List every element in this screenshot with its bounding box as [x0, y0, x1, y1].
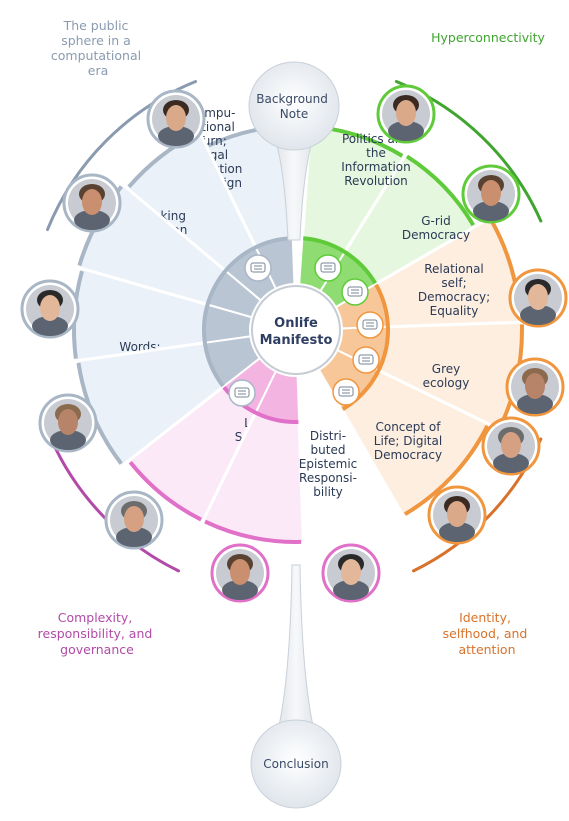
segment-distributed-epistemic-rim	[204, 519, 302, 544]
comment-speech-bubble-icon[interactable]	[314, 254, 342, 282]
segment-distributed-epistemic-label-line: buted	[311, 443, 346, 457]
segment-grey-ecology-label-line: Grey	[432, 362, 460, 376]
segment-grid-democracy-label-line: G-rid	[421, 214, 451, 228]
author-portrait-avatar[interactable]	[62, 173, 122, 233]
author-portrait-avatar[interactable]	[508, 268, 568, 328]
svg-text:Background Note: Background Note	[256, 92, 331, 121]
author-portrait-avatar[interactable]	[210, 543, 270, 603]
background-note-line-1: Background	[256, 92, 328, 106]
inner-band	[202, 236, 390, 424]
segment-politics-information-label-line: Revolution	[344, 174, 408, 188]
comment-speech-bubble-icon[interactable]	[356, 311, 384, 339]
conclusion-node[interactable]: Conclusion	[250, 719, 342, 809]
theme-label-complexity[interactable]: Complexity, responsibility, and governan…	[38, 610, 157, 657]
author-portrait-avatar[interactable]	[38, 393, 98, 453]
segment-concept-of-life-label-line: Concept of	[375, 420, 441, 434]
segment-relational-self-label-line: self;	[441, 276, 466, 290]
segment-concept-of-life-label-line: Democracy	[374, 448, 442, 462]
comment-speech-bubble-icon[interactable]	[332, 378, 360, 406]
theme-arc-complexity	[49, 437, 181, 573]
comment-speech-bubble-icon[interactable]	[341, 278, 369, 306]
author-portrait-avatar[interactable]	[376, 84, 436, 144]
segment-distributed-epistemic-label-line: bility	[313, 485, 342, 499]
segment-law-spontaneous-rim	[128, 461, 202, 522]
author-portrait-avatar[interactable]	[427, 485, 487, 545]
author-portrait-avatar[interactable]	[104, 490, 164, 550]
author-portrait-avatar[interactable]	[146, 89, 206, 149]
background-note-line-2: Note	[280, 107, 308, 121]
segment-concept-of-life-label-line: Life; Digital	[374, 434, 442, 448]
segment-distributed-epistemic-label-line: Epistemic	[299, 457, 358, 471]
author-portrait-avatar[interactable]	[321, 543, 381, 603]
theme-label-identity[interactable]: Identity, selfhood, and attention	[443, 610, 532, 657]
center-title-line-2: Manifesto	[260, 333, 333, 348]
segment-distributed-epistemic-label-line: Responsi-	[299, 471, 357, 485]
segment-politics-information-label-line: Information	[341, 160, 410, 174]
author-portrait-avatar[interactable]	[461, 164, 521, 224]
segment-grey-ecology-label-line: ecology	[423, 376, 470, 390]
segment-relational-self-label-line: Relational	[424, 262, 484, 276]
segment-relational-self-label-line: Equality	[430, 304, 479, 318]
author-portrait-avatar[interactable]	[481, 416, 541, 476]
inner-band-edge-blue	[202, 236, 293, 388]
conclusion-label: Conclusion	[263, 757, 328, 771]
segment-relational-self-label-line: Democracy;	[418, 290, 490, 304]
segment-distributed-epistemic-label-line: Distri-	[310, 429, 346, 443]
comment-speech-bubble-icon[interactable]	[228, 379, 256, 407]
inner-band-edge-green	[303, 236, 377, 285]
theme-label-public-sphere[interactable]: The public sphere in a computational era	[51, 18, 145, 78]
comment-speech-bubble-icon[interactable]	[352, 346, 380, 374]
center-title-line-1: Onlife	[274, 316, 318, 331]
conclusion-stem	[271, 564, 321, 753]
segment-politics-information-label-line: the	[366, 146, 386, 160]
segment-concept-of-life-rim	[403, 424, 490, 516]
theme-label-hyperconnectivity[interactable]: Hyperconnectivity	[431, 30, 545, 45]
author-portrait-avatar[interactable]	[20, 279, 80, 339]
author-avatars	[20, 84, 568, 603]
center-hub[interactable]: Onlife Manifesto	[251, 285, 341, 375]
comment-speech-bubble-icon[interactable]	[244, 254, 272, 282]
author-portrait-avatar[interactable]	[505, 357, 565, 417]
segment-grid-democracy-label-line: Democracy	[402, 228, 470, 242]
segment-grid-democracy-rim	[405, 154, 476, 227]
theme-labels: The public sphere in a computational era…	[38, 18, 546, 657]
background-note-node[interactable]: Background Note	[248, 61, 340, 151]
